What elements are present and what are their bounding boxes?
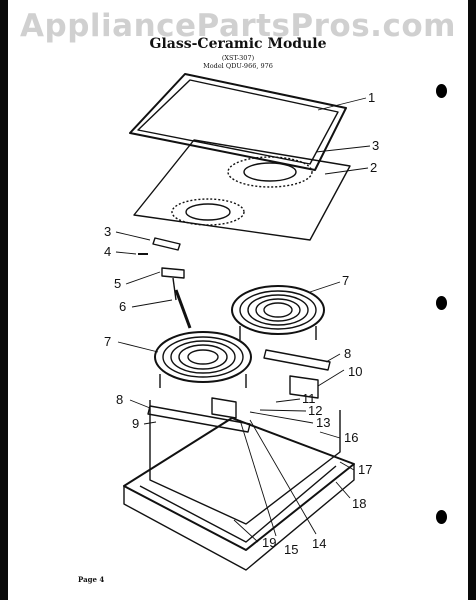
callout-18: 18 — [352, 496, 366, 511]
part-frame — [129, 73, 347, 171]
binder-hole-middle — [436, 296, 447, 310]
callout-8-lower: 8 — [116, 392, 123, 407]
callout-8-upper: 8 — [344, 346, 351, 361]
page-number: Page 4 — [78, 575, 105, 584]
callout-7-front: 7 — [104, 334, 111, 349]
callout-15: 15 — [284, 542, 298, 557]
part-clip — [152, 237, 181, 251]
callout-3-top: 3 — [372, 138, 379, 153]
callout-16: 16 — [344, 430, 358, 445]
part-infinite-switch — [161, 267, 185, 301]
leader-lines — [115, 97, 371, 543]
binder-hole-bottom — [436, 510, 447, 524]
callout-3-clip: 3 — [104, 224, 111, 239]
callout-7-back: 7 — [342, 273, 349, 288]
part-glass-cooktop — [133, 139, 351, 241]
callout-4: 4 — [104, 244, 111, 259]
callout-labels: 1 3 2 3 4 5 6 7 7 8 10 11 12 13 8 9 16 1… — [104, 90, 379, 557]
callout-6: 6 — [119, 299, 126, 314]
callout-19: 19 — [262, 535, 276, 550]
callout-12: 12 — [308, 403, 322, 418]
part-terminal-block — [289, 375, 319, 399]
callout-17: 17 — [358, 462, 372, 477]
callout-5: 5 — [114, 276, 121, 291]
model-number: Model QDU-966, 976 — [203, 62, 273, 70]
binder-hole-top — [436, 84, 447, 98]
callout-14: 14 — [312, 536, 326, 551]
callout-10: 10 — [348, 364, 362, 379]
callout-2: 2 — [370, 160, 377, 175]
diagram-title: Glass-Ceramic Module — [149, 36, 327, 52]
part-bracket-lower — [147, 405, 251, 433]
part-bracket-upper — [263, 349, 331, 371]
part-control — [211, 397, 237, 419]
callout-13: 13 — [316, 415, 330, 430]
callout-11: 11 — [302, 391, 316, 406]
part-burner-front — [154, 331, 252, 388]
diagram-subtitle: (XST-307) — [221, 54, 255, 62]
page-border-right — [468, 0, 476, 600]
part-burner-back — [231, 285, 325, 340]
page-border-left — [0, 0, 8, 600]
part-shaft — [174, 289, 192, 329]
callout-9: 9 — [132, 416, 139, 431]
callout-1: 1 — [368, 90, 375, 105]
